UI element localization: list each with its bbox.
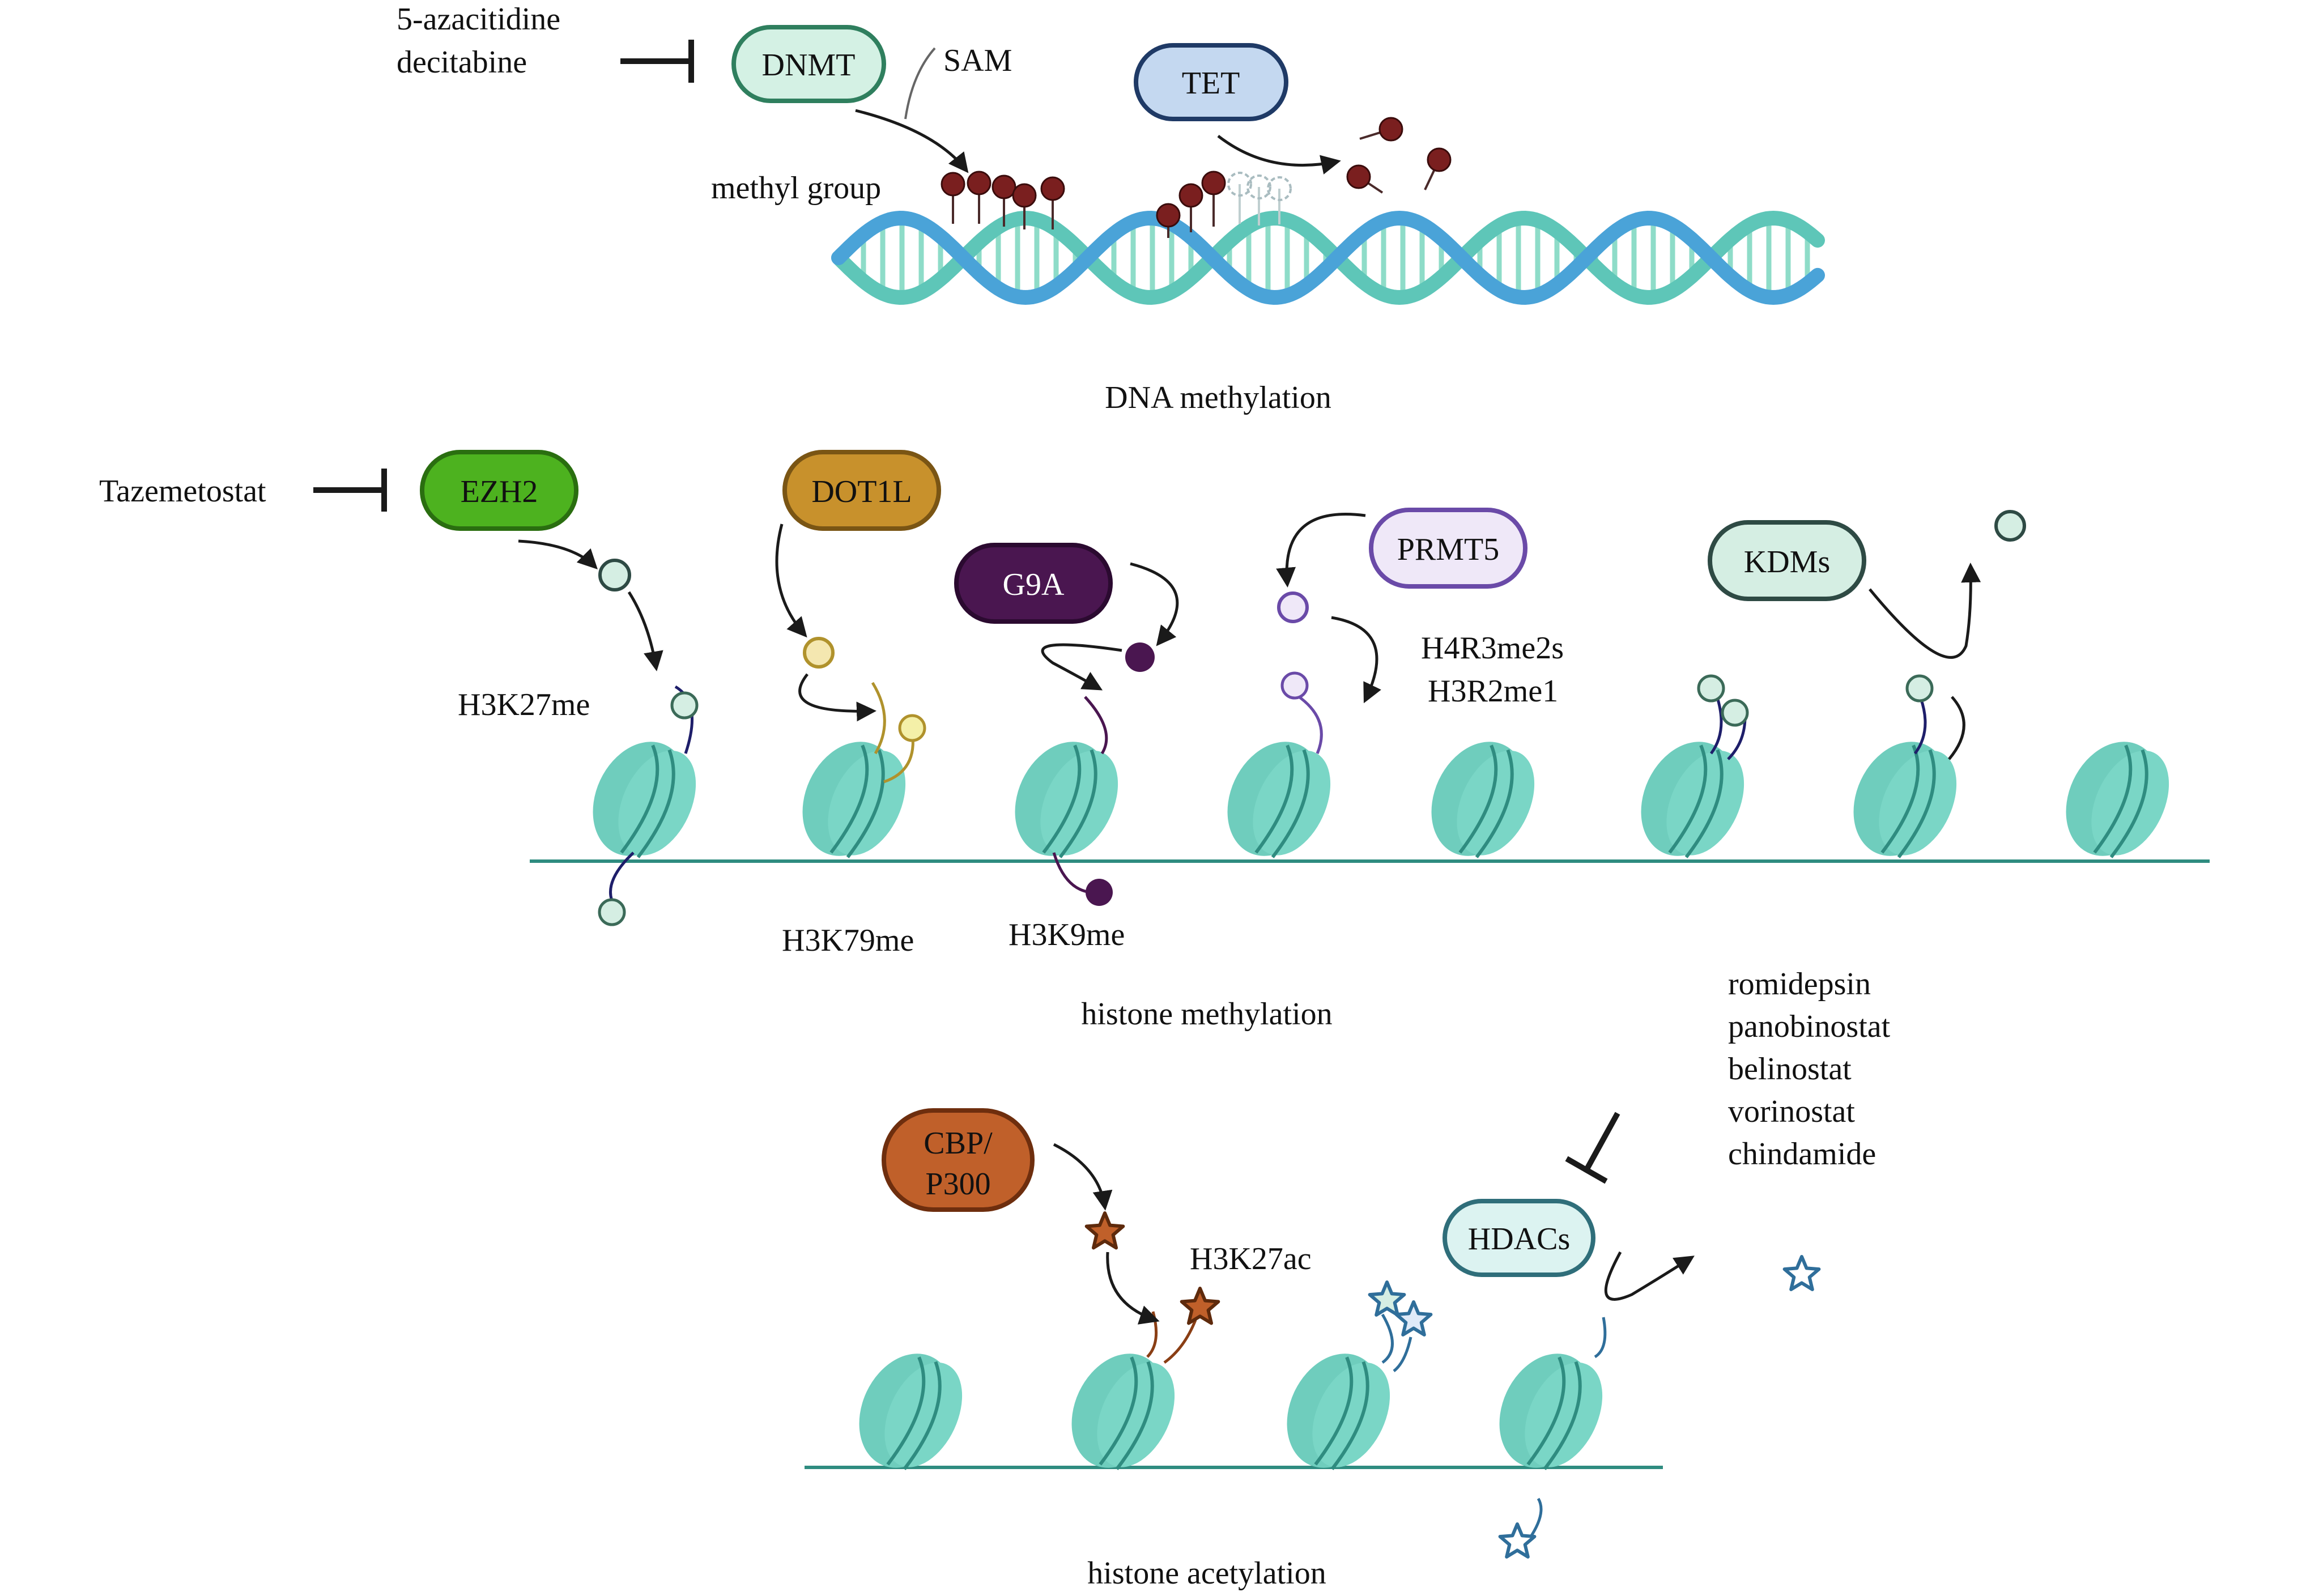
nucleosome bbox=[1210, 726, 1346, 871]
prmt5-label: PRMT5 bbox=[1397, 532, 1500, 567]
acetyl-group bbox=[1368, 1280, 1406, 1317]
acetyl-groups bbox=[1084, 1211, 1821, 1559]
h3k27ac-label: H3K27ac bbox=[1190, 1241, 1312, 1276]
ezh2-enzyme: EZH2 bbox=[420, 450, 578, 531]
h3k27me-label: H3K27me bbox=[458, 687, 590, 722]
hdac-inhibitor-romidepsin: romidepsin bbox=[1728, 967, 1871, 1002]
removed-methyl-group bbox=[1267, 176, 1292, 201]
methyl-group-label: methyl group bbox=[711, 171, 881, 206]
nucleosome bbox=[1414, 726, 1550, 871]
nucleosome bbox=[2048, 726, 2185, 871]
sam-line bbox=[904, 47, 936, 120]
methyl-group bbox=[1012, 183, 1037, 208]
nucleosome bbox=[841, 1338, 978, 1483]
dna-double-helix bbox=[831, 210, 1825, 305]
nucleosome bbox=[575, 726, 712, 871]
released-methyl-group bbox=[1378, 117, 1403, 142]
tet-label: TET bbox=[1182, 66, 1240, 101]
nucleosome bbox=[1623, 726, 1760, 871]
inhibitor-decitabine: decitabine bbox=[397, 45, 527, 80]
acetyl-group bbox=[1394, 1300, 1433, 1337]
methyl-group bbox=[992, 175, 1016, 199]
hdac-inhibitor-chindamide: chindamide bbox=[1728, 1137, 1876, 1172]
dnmt-label: DNMT bbox=[762, 48, 856, 83]
kdms-label: KDMs bbox=[1744, 544, 1830, 580]
ezh2-label: EZH2 bbox=[461, 474, 538, 509]
cbp-label-line2: P300 bbox=[925, 1167, 990, 1202]
dna-strand-a bbox=[831, 210, 1825, 305]
cbp-p300-enzyme: CBP/ P300 bbox=[882, 1108, 1035, 1212]
dna-methylation-caption: DNA methylation bbox=[1105, 380, 1331, 415]
methyl-group bbox=[967, 171, 992, 195]
dnmt-to-methyl-arrow bbox=[855, 109, 969, 173]
hdac-inhibitor-belinostat: belinostat bbox=[1728, 1052, 1852, 1087]
nucleosome bbox=[1482, 1338, 1618, 1483]
tet-to-removed-methyl-arrow bbox=[1217, 135, 1341, 175]
hdac-inhibitor-list: romidepsin panobinostat belinostat vorin… bbox=[1728, 967, 1891, 1172]
methyl-group bbox=[1201, 171, 1226, 195]
removed-methyl-group bbox=[1246, 175, 1271, 199]
hdac-inhibitor-vorinostat: vorinostat bbox=[1728, 1094, 1855, 1129]
inhibition-bar-dnmt bbox=[620, 40, 694, 83]
kdms-enzyme: KDMs bbox=[1708, 520, 1866, 601]
free-methyl-groups bbox=[598, 510, 2026, 672]
dna-methylation-section: 5-azacitidine decitabine DNMT SAM TET me… bbox=[397, 2, 1825, 415]
methyl-group bbox=[941, 172, 965, 197]
histone-methylation-arrows bbox=[518, 513, 1981, 722]
prmt5-enzyme: PRMT5 bbox=[1369, 508, 1527, 589]
inhibitor-5-azacitidine: 5-azacitidine bbox=[397, 2, 560, 37]
histone-methylation-section: Tazemetostat EZH2 DOT1L G9A PRMT5 KDMs H… bbox=[99, 450, 2210, 1032]
dna-strand-b bbox=[831, 210, 1825, 305]
g9a-label: G9A bbox=[1003, 567, 1065, 602]
tet-enzyme: TET bbox=[1134, 43, 1288, 121]
dot1l-enzyme: DOT1L bbox=[782, 450, 941, 531]
h3k9me-label: H3K9me bbox=[1009, 917, 1125, 952]
cbp-label-line1: CBP/ bbox=[924, 1126, 993, 1161]
methyl-group bbox=[1178, 183, 1203, 208]
hdac-inhibitor-panobinostat: panobinostat bbox=[1728, 1009, 1891, 1044]
inhibition-bar-hdacs bbox=[1565, 1112, 1620, 1184]
h4r3me2s-label: H4R3me2s bbox=[1421, 631, 1564, 666]
acetyl-group bbox=[1782, 1255, 1821, 1291]
nucleosome bbox=[1836, 726, 1972, 871]
inhibitor-tazemetostat: Tazemetostat bbox=[99, 474, 266, 509]
nucleosomes-acetylation bbox=[841, 1338, 1618, 1483]
histone-tails-methylation bbox=[598, 671, 1965, 926]
g9a-enzyme: G9A bbox=[954, 543, 1113, 624]
methyl-groups bbox=[941, 117, 1452, 238]
released-methyl-group bbox=[1346, 164, 1371, 189]
methyl-group bbox=[1156, 203, 1181, 228]
hdacs-enzyme: HDACs bbox=[1443, 1199, 1595, 1277]
dot1l-label: DOT1L bbox=[811, 474, 912, 509]
acetyl-group bbox=[1084, 1211, 1125, 1250]
histone-methylation-caption: histone methylation bbox=[1081, 997, 1332, 1032]
sam-label: SAM bbox=[943, 43, 1012, 78]
h3r2me1-label: H3R2me1 bbox=[1428, 674, 1558, 709]
removed-methyl-group bbox=[1227, 172, 1252, 197]
inhibition-bar-ezh2 bbox=[313, 469, 387, 512]
nucleosome bbox=[785, 726, 921, 871]
nucleosome bbox=[997, 726, 1134, 871]
histone-acetylation-arrows bbox=[1053, 1143, 1695, 1325]
acetyl-group bbox=[1498, 1522, 1537, 1559]
methyl-group bbox=[1040, 176, 1065, 201]
nucleosomes-methylation bbox=[575, 726, 2185, 871]
histone-acetylation-caption: histone acetylation bbox=[1087, 1556, 1326, 1591]
dnmt-enzyme: DNMT bbox=[731, 25, 886, 103]
hdacs-label: HDACs bbox=[1468, 1222, 1570, 1257]
released-methyl-group bbox=[1427, 147, 1452, 172]
histone-acetylation-section: CBP/ P300 HDACs romidepsin panobinostat … bbox=[805, 967, 1891, 1591]
acetyl-group bbox=[1180, 1287, 1220, 1325]
h3k79me-label: H3K79me bbox=[782, 923, 914, 958]
